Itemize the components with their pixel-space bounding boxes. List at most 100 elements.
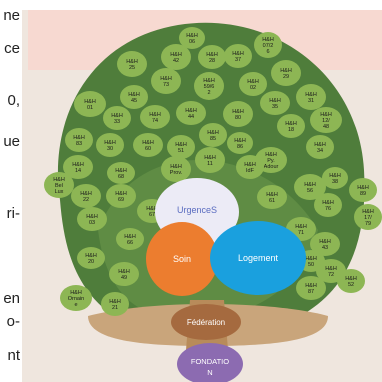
leaf-shape (116, 228, 144, 250)
leaf-label: H&H (345, 276, 357, 282)
leaf-label: H&H (232, 51, 244, 57)
leaf-label: 56 (307, 188, 313, 194)
leaf-shape (44, 172, 74, 198)
side-text-line: en (3, 290, 20, 307)
leaf-node: H&H03 (77, 207, 107, 231)
leaf-label: H&H (72, 162, 84, 168)
leaf-node: H&H85 (199, 123, 227, 147)
leaf-shape (107, 162, 135, 184)
leaf-label: 38 (332, 179, 338, 185)
federation-node: Fédération (171, 304, 241, 340)
leaf-label: H&H (357, 185, 369, 191)
leaf-shape (254, 32, 282, 58)
leaf-shape (179, 27, 205, 49)
leaf-node: H&H60 (133, 133, 163, 157)
leaf-node: H&H56 (294, 174, 326, 200)
leaf-label: 67 (149, 212, 155, 218)
side-text-line: 0, (7, 92, 20, 109)
leaf-label: e (74, 302, 77, 308)
soin-node: Soin (146, 222, 218, 296)
leaf-shape (337, 269, 365, 293)
leaf-label: H&H (186, 33, 198, 39)
leaf-label: 35 (272, 104, 278, 110)
leaf-shape (65, 128, 93, 152)
leaf-shape (257, 185, 287, 209)
leaf-label: 68 (118, 174, 124, 180)
leaf-node: H&H68 (107, 162, 135, 184)
leaf-label: 2 (207, 90, 210, 96)
leaf-label: H&H (124, 234, 136, 240)
leaf-label: 83 (76, 141, 82, 147)
leaf-label: 6 (266, 49, 269, 55)
leaf-shape (310, 107, 342, 133)
leaf-node: H&H38 (322, 167, 348, 189)
leaf-label: H&H (320, 112, 332, 118)
leaf-label: H&H (115, 168, 127, 174)
side-text-line: o- (6, 313, 20, 330)
leaf-shape (349, 178, 377, 202)
leaf-label: 07/2 (263, 43, 274, 49)
leaf-shape (296, 84, 326, 110)
leaf-label: H&H (322, 200, 334, 206)
leaf-shape (140, 105, 170, 129)
fondation-label-2: N (207, 368, 212, 377)
leaf-node: H&H89 (349, 178, 377, 202)
leaf-label: H&H (262, 37, 274, 43)
leaf-label: 06 (189, 39, 195, 45)
leaf-shape (260, 91, 290, 115)
leaf-label: 69 (118, 197, 124, 203)
leaf-node: H&H45 (120, 85, 148, 109)
tree-diagram: H&H06H&H42H&H28H&H37H&H07/26H&H25H&H73H&… (44, 22, 382, 382)
leaf-node: H&H87 (296, 276, 326, 300)
leaf-shape (133, 133, 163, 157)
leaf-label: H&H (266, 192, 278, 198)
side-text-line: ue (3, 133, 20, 150)
leaf-label: 71 (298, 230, 304, 236)
leaf-shape (294, 174, 326, 200)
leaf-label: H&H (234, 138, 246, 144)
leaf-label: 17/ (364, 215, 372, 221)
leaf-shape (60, 285, 92, 311)
leaf-label: 45 (131, 98, 137, 104)
urgence-label: UrgenceS (177, 205, 217, 215)
leaf-node: H&H06 (179, 27, 205, 49)
leaf-label: 22 (83, 197, 89, 203)
leaf-shape (227, 132, 253, 154)
leaf-label: 29 (283, 74, 289, 80)
leaf-shape (306, 135, 334, 159)
leaf-shape (277, 114, 305, 138)
leaf-label: 12/ (322, 118, 330, 124)
leaf-node: H&H18 (277, 114, 305, 138)
leaf-label: H&H (244, 162, 256, 168)
leaf-node: H&H59/62 (194, 72, 224, 100)
leaf-label: H&H (115, 191, 127, 197)
leaf-shape (161, 156, 191, 182)
leaf-label: H&H (329, 173, 341, 179)
leaf-label: H&H (314, 142, 326, 148)
leaf-label: 30 (107, 146, 113, 152)
leaf-label: H&H (305, 283, 317, 289)
leaf-shape (176, 101, 206, 125)
leaf-node: H&H25 (117, 51, 147, 77)
federation-label: Fédération (187, 318, 225, 327)
leaf-node: H&H76 (314, 193, 342, 217)
leaf-label: H&H (53, 177, 65, 183)
leaf-label: H&H (149, 112, 161, 118)
leaf-label: 49 (121, 275, 127, 281)
leaf-shape (74, 91, 106, 117)
leaf-shape (310, 232, 340, 256)
soin-label: Soin (173, 254, 191, 264)
leaf-shape (63, 155, 93, 179)
leaf-label: Bel (55, 183, 63, 189)
leaf-node: H&H20 (77, 247, 105, 269)
leaf-label: 61 (269, 198, 275, 204)
leaf-label: 85 (210, 136, 216, 142)
leaf-node: H&H30 (96, 133, 124, 157)
leaf-shape (109, 262, 139, 286)
leaf-label: H&H (118, 269, 130, 275)
leaf-shape (120, 85, 148, 109)
leaf-label: H&H (362, 209, 374, 215)
